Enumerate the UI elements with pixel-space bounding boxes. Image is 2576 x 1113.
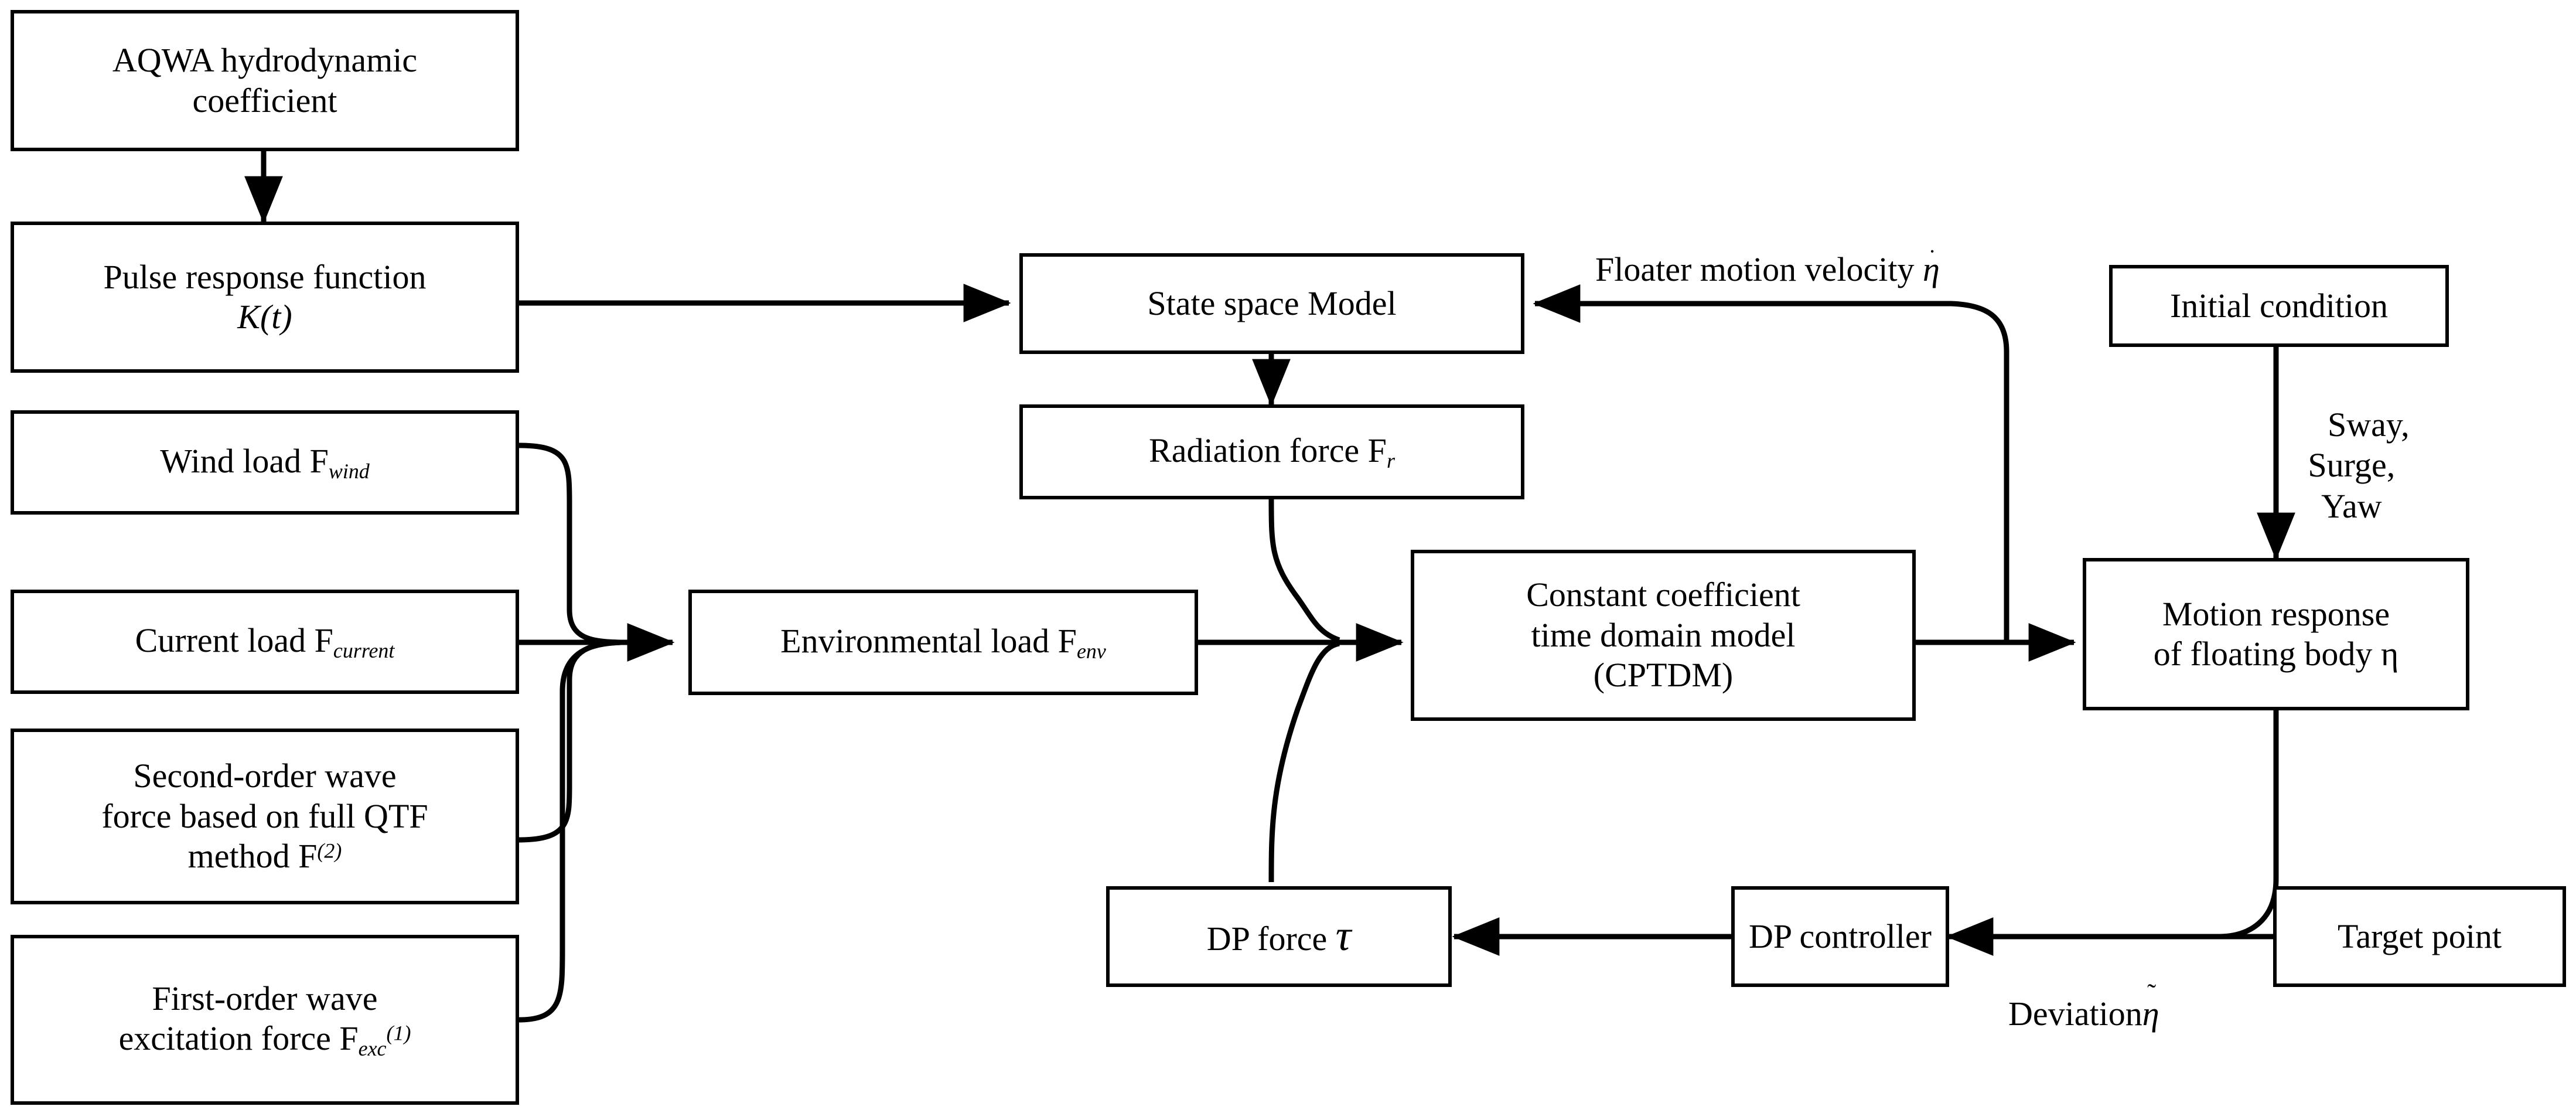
target-point-label: Target point [2338, 917, 2502, 955]
deviation-label: Deviationη˜ [2008, 979, 2159, 1033]
edge-motion-to-dpctrl [1946, 710, 2279, 956]
initial-condition-box[interactable]: Initial condition [2109, 265, 2449, 347]
radiation-force-box[interactable]: Radiation force Fr [1019, 404, 1524, 499]
wind-load-box[interactable]: Wind load Fwind [11, 410, 519, 515]
dp-controller-label: DP controller [1749, 917, 1932, 955]
edge-dpforce-to-merge2 [1268, 641, 1340, 883]
sway-surge-yaw-label: Sway,Surge,Yaw [2308, 405, 2410, 525]
edge-secondorder-to-merge [518, 639, 622, 843]
env-label: Environmental load Fenv [780, 621, 1106, 663]
edge-wind-to-merge [518, 443, 622, 645]
wind-label: Wind load Fwind [160, 441, 370, 483]
current-load-box[interactable]: Current load Fcurrent [11, 590, 519, 694]
dp-force-box[interactable]: DP force τ [1106, 886, 1452, 987]
floater-motion-velocity-label: Floater motion velocity η˙ [1595, 245, 1940, 288]
ssm-label: State space Model [1147, 284, 1397, 322]
current-label: Current load Fcurrent [135, 621, 395, 662]
initial-label: Initial condition [2169, 286, 2389, 325]
dp-controller-box[interactable]: DP controller [1731, 886, 1949, 987]
target-point-box[interactable]: Target point [2273, 886, 2566, 987]
state-space-model-box[interactable]: State space Model [1019, 253, 1524, 354]
edge-radiation-to-merge2 [1268, 498, 1340, 643]
environmental-load-box[interactable]: Environmental load Fenv [688, 590, 1198, 695]
radiation-label: Radiation force Fr [1149, 431, 1395, 472]
edge-firstorder-to-merge [518, 639, 622, 1023]
dp-force-label: DP force τ [1206, 912, 1352, 961]
